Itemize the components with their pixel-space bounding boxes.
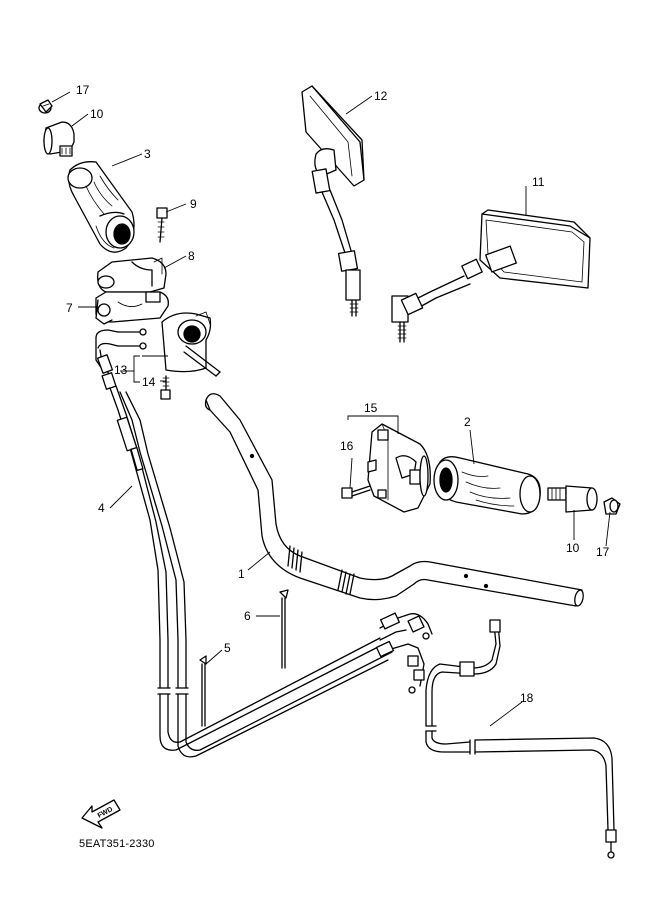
callout-5: 5	[224, 641, 231, 655]
cable-tie-5	[199, 655, 207, 727]
callout-18: 18	[520, 691, 534, 705]
callout-12: 12	[374, 89, 388, 103]
screw-14	[160, 375, 171, 400]
mirror-left	[301, 85, 365, 317]
callout-13: 13	[114, 363, 128, 377]
callout-16: 16	[340, 439, 354, 453]
throttle-cables	[109, 385, 433, 758]
screw-16	[341, 485, 371, 499]
switch-assembly-right	[367, 423, 431, 513]
callout-6: 6	[244, 609, 251, 623]
leader-lines	[51, 91, 611, 727]
switch-housing-upper	[97, 257, 167, 293]
throttle-cable-ends	[95, 328, 147, 390]
callout-10-top: 10	[90, 107, 104, 121]
grip-end-weight-top	[43, 121, 75, 157]
callout-3: 3	[144, 147, 151, 161]
drawing-code: 5EAT351-2330	[79, 838, 155, 850]
callout-2: 2	[464, 415, 471, 429]
callout-1: 1	[238, 567, 245, 581]
left-grip	[67, 161, 135, 253]
callout-7: 7	[66, 301, 73, 315]
throttle-housing	[161, 311, 221, 377]
callout-4: 4	[98, 501, 105, 515]
callout-14: 14	[142, 375, 156, 389]
callout-15: 15	[364, 401, 378, 415]
switch-housing-lower	[95, 291, 169, 325]
callout-10-right: 10	[566, 541, 580, 555]
end-cap-bolt-top	[38, 99, 53, 114]
callout-8: 8	[188, 249, 195, 263]
callout-9: 9	[190, 197, 197, 211]
clutch-cable	[425, 619, 617, 859]
callout-17-right: 17	[596, 545, 610, 559]
handlebar	[204, 393, 584, 607]
mirror-right	[391, 209, 591, 343]
cable-tie-6	[279, 589, 289, 669]
callout-labels: 17 10 3 9 8 7 13 14 4 5 6 1 12 11 15 16 …	[66, 83, 610, 705]
right-grip	[433, 456, 541, 515]
grip-end-weight-right	[547, 485, 598, 513]
fwd-arrow-icon: FWD	[81, 799, 121, 829]
callout-11: 11	[532, 175, 545, 189]
end-cap-bolt-right	[603, 497, 621, 515]
callout-17-top: 17	[76, 83, 90, 97]
screw-9	[156, 207, 168, 243]
